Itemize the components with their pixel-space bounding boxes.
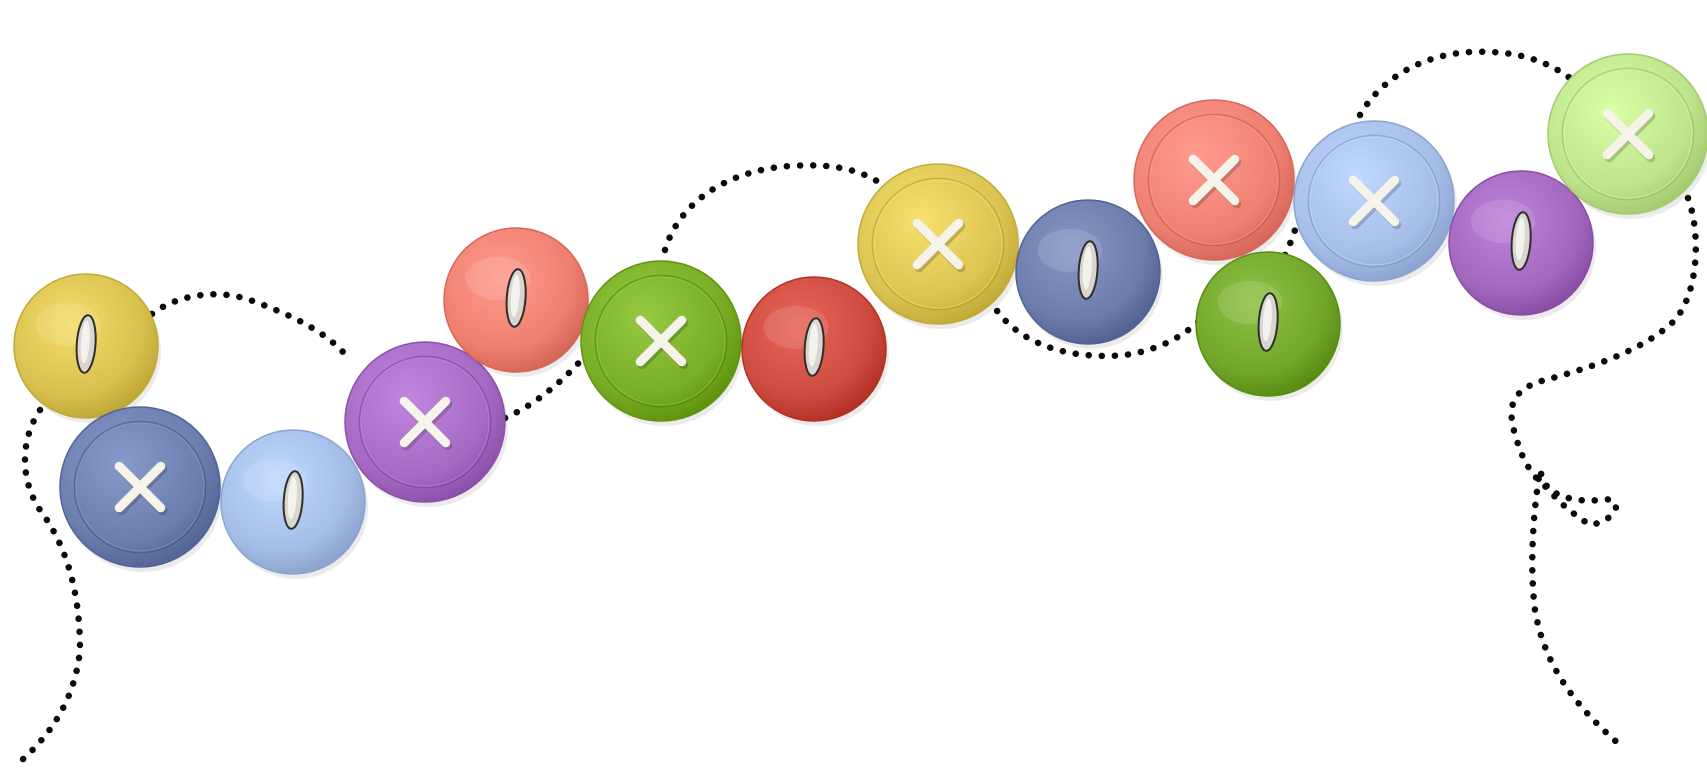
slot-hole-icon <box>1077 240 1099 300</box>
cross-stitch-icon <box>1188 154 1242 209</box>
slot-hole-icon <box>803 317 825 377</box>
button-green-cross <box>580 260 744 426</box>
button-lime-cross <box>1547 53 1707 219</box>
slot-hole-icon <box>282 470 304 530</box>
slot-hole-icon <box>1510 211 1532 271</box>
thread-right-loop-down <box>1508 194 1700 749</box>
thread-layer <box>18 48 1700 764</box>
button-lightblue-slot <box>220 429 368 579</box>
cross-stitch-icon <box>114 461 168 516</box>
button-navy-slot <box>1015 199 1163 349</box>
button-green-slot <box>1195 251 1343 401</box>
thread-loop-4 <box>1356 48 1574 119</box>
thread-loop-3 <box>986 296 1204 360</box>
button-yellow-cross <box>857 163 1021 329</box>
button-layer <box>13 53 1707 579</box>
button-salmon-slot <box>443 227 591 377</box>
cross-stitch-icon <box>635 315 689 370</box>
slot-hole-icon <box>1257 292 1279 352</box>
button-inner-rim <box>73 420 207 554</box>
button-inner-rim <box>1307 134 1441 268</box>
button-purple-cross <box>344 341 508 507</box>
button-yellow-slot <box>13 273 161 423</box>
slot-hole-icon <box>505 268 527 328</box>
button-lightblue-cross <box>1293 120 1457 286</box>
button-navy-cross <box>59 406 223 572</box>
button-inner-rim <box>871 177 1005 311</box>
slot-hole-icon <box>75 314 97 374</box>
cross-stitch-icon <box>1348 175 1402 230</box>
button-inner-rim <box>1561 67 1695 201</box>
button-salmon-cross <box>1133 99 1297 265</box>
button-inner-rim <box>594 274 728 408</box>
button-red-slot <box>741 276 889 426</box>
button-inner-rim <box>358 355 492 489</box>
cross-stitch-icon <box>912 218 966 273</box>
thread-loop-1 <box>148 291 354 364</box>
thread-link-2 <box>501 346 594 422</box>
button-purple-slot <box>1448 170 1596 320</box>
thread-loop-2 <box>661 162 894 254</box>
thread-link-4 <box>1281 226 1299 259</box>
cross-stitch-icon <box>399 396 453 451</box>
cross-stitch-icon <box>1602 108 1656 163</box>
thread-left-dangling <box>18 406 84 764</box>
button-inner-rim <box>1147 113 1281 247</box>
